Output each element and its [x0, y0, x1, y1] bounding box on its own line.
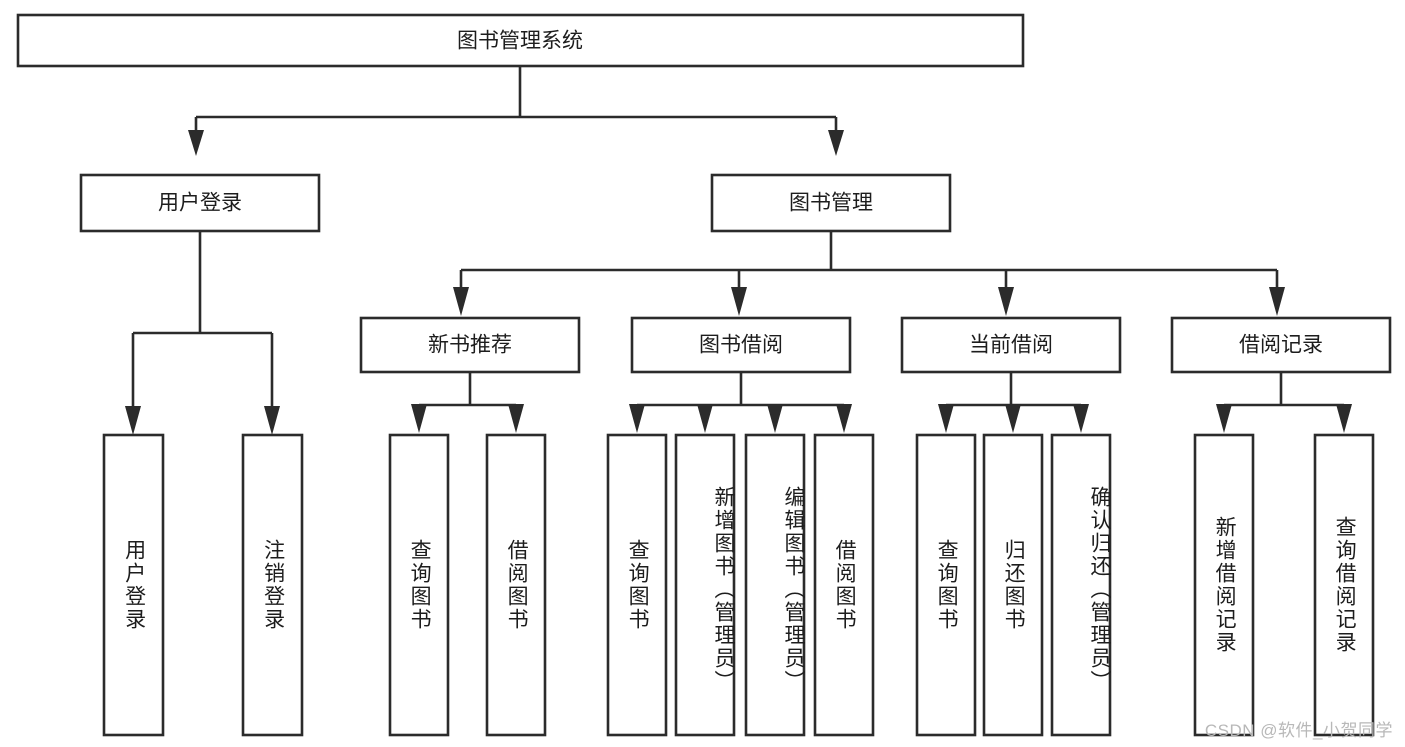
- connector-book-manage-to-level3: [453, 231, 1285, 316]
- book-borrow-box[interactable]: [630, 316, 852, 374]
- current-borrow-label: 当前借阅: [969, 334, 1053, 357]
- book-manage-label: 图书管理: [789, 192, 873, 215]
- arrow-leaf-return-book: [1005, 404, 1021, 433]
- arrow-current-borrow: [998, 287, 1014, 316]
- node-current-borrow[interactable]: 当前借阅: [900, 316, 1122, 374]
- leaf-boxes: [102, 433, 1375, 737]
- node-root[interactable]: 图书管理系统: [16, 13, 1025, 68]
- root-label: 图书管理系统: [457, 30, 583, 53]
- leaf-box-confirm-return-admin[interactable]: [1050, 433, 1112, 737]
- csdn-watermark: CSDN @软件_小贺同学: [1204, 721, 1393, 740]
- connector-current-borrow-to-leaves: [938, 372, 1089, 433]
- root-box[interactable]: [16, 13, 1025, 68]
- arrow-leaf-query-book-3: [938, 404, 954, 433]
- connector-new-book-to-leaves: [411, 372, 524, 433]
- leaf-box-borrow-book-2[interactable]: [813, 433, 875, 737]
- book-borrow-label: 图书借阅: [699, 334, 783, 357]
- arrow-user-login: [188, 130, 204, 156]
- arrow-leaf-query-borrow-record: [1336, 404, 1352, 433]
- arrow-leaf-query-book-2: [629, 404, 645, 433]
- leaf-box-add-borrow-record[interactable]: [1193, 433, 1255, 737]
- new-book-recommend-box[interactable]: [359, 316, 581, 374]
- arrow-leaf-confirm-return: [1073, 404, 1089, 433]
- node-borrow-record[interactable]: 借阅记录: [1170, 316, 1392, 374]
- arrow-leaf-add-book-admin: [697, 404, 713, 433]
- current-borrow-box[interactable]: [900, 316, 1122, 374]
- leaf-box-return-book[interactable]: [982, 433, 1044, 737]
- node-book-borrow[interactable]: 图书借阅: [630, 316, 852, 374]
- connector-borrow-record-to-leaves: [1216, 372, 1352, 433]
- borrow-record-label: 借阅记录: [1239, 334, 1323, 357]
- arrow-leaf-add-borrow-record: [1216, 404, 1232, 433]
- leaf-box-edit-book-admin[interactable]: [744, 433, 806, 737]
- leaf-box-add-book-admin[interactable]: [674, 433, 736, 737]
- leaf-box-user-login[interactable]: [102, 433, 165, 737]
- leaf-box-query-book-1[interactable]: [388, 433, 450, 737]
- borrow-record-box[interactable]: [1170, 316, 1392, 374]
- connector-user-login-to-leaves: [125, 231, 280, 435]
- leaf-box-borrow-book-1[interactable]: [485, 433, 547, 737]
- arrow-leaf-user-login: [125, 406, 141, 435]
- arrow-leaf-edit-book-admin: [767, 404, 783, 433]
- arrow-new-book: [453, 287, 469, 316]
- connector-root-to-level2: [188, 66, 844, 156]
- connector-book-borrow-to-leaves: [629, 372, 852, 433]
- arrow-leaf-borrow-book-1: [508, 404, 524, 433]
- node-new-book-recommend[interactable]: 新书推荐: [359, 316, 581, 374]
- node-book-manage[interactable]: 图书管理: [710, 173, 952, 233]
- leaf-box-query-borrow-record[interactable]: [1313, 433, 1375, 737]
- arrow-borrow-record: [1269, 287, 1285, 316]
- arrow-leaf-borrow-book-2: [836, 404, 852, 433]
- arrow-leaf-logout: [264, 406, 280, 435]
- leaf-box-logout-login[interactable]: [241, 433, 304, 737]
- new-book-recommend-label: 新书推荐: [428, 334, 512, 357]
- leaf-box-query-book-3[interactable]: [915, 433, 977, 737]
- arrow-book-manage: [828, 130, 844, 156]
- arrow-leaf-query-book-1: [411, 404, 427, 433]
- node-user-login[interactable]: 用户登录: [79, 173, 321, 233]
- user-login-label: 用户登录: [158, 192, 242, 215]
- arrow-book-borrow: [731, 287, 747, 316]
- book-manage-box[interactable]: [710, 173, 952, 233]
- leaf-box-query-book-2[interactable]: [606, 433, 668, 737]
